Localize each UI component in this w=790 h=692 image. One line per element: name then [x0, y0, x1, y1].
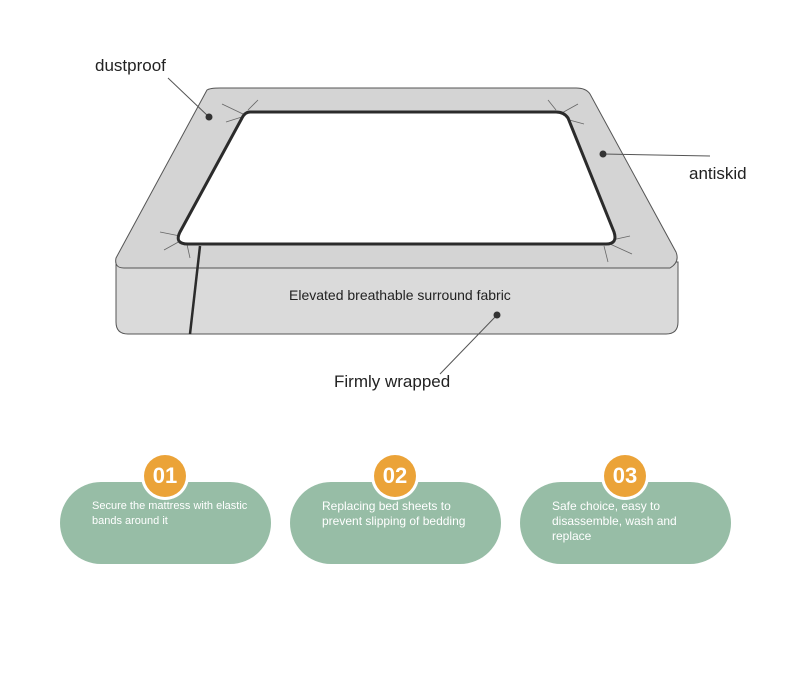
label-firmly-wrapped: Firmly wrapped [334, 372, 451, 391]
mattress-cover-illustration [115, 77, 711, 375]
feature-text-03: Safe choice, easy to disassemble, wash a… [552, 499, 677, 543]
label-surround-fabric: Elevated breathable surround fabric [289, 287, 511, 303]
callout-dot-antiskid [599, 150, 607, 158]
label-antiskid: antiskid [689, 164, 747, 183]
mattress-top-surface [176, 110, 617, 246]
side-seam [188, 245, 202, 335]
label-dustproof: dustproof [95, 56, 166, 75]
feature-text-01: Secure the mattress with elastic bands a… [92, 500, 248, 527]
feature-badge-03: 03 [604, 455, 646, 497]
mattress-side-band [115, 261, 679, 335]
feature-badge-02: 02 [374, 455, 416, 497]
feature-badge-01: 01 [144, 455, 186, 497]
callout-line-wrapped [439, 314, 498, 375]
callout-dot-wrapped [493, 311, 501, 319]
feature-text-02: Replacing bed sheets to prevent slipping… [322, 499, 466, 528]
callout-line-dustproof [167, 77, 210, 118]
callout-dot-dustproof [205, 113, 213, 121]
callout-line-antiskid [602, 153, 711, 157]
